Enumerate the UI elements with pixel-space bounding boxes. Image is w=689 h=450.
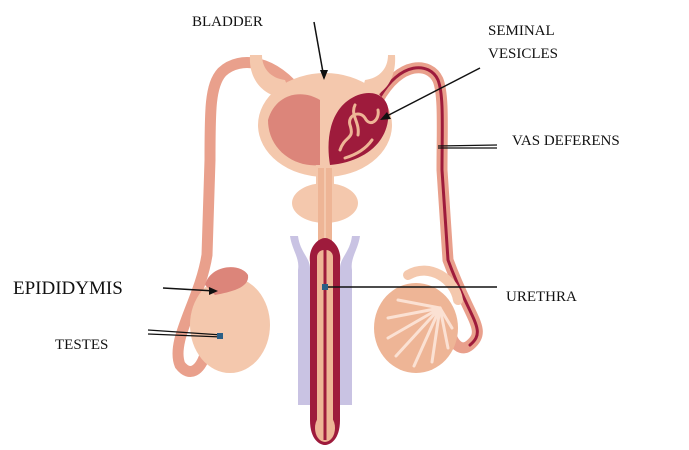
label-testes: TESTES: [55, 337, 108, 353]
label-bladder: BLADDER: [192, 14, 263, 30]
label-vas-deferens: VAS DEFERENS: [512, 133, 620, 149]
label-seminal-line1: SEMINAL: [488, 23, 555, 39]
right-testis-section: [374, 271, 458, 373]
label-epididymis: EPIDIDYMIS: [13, 278, 123, 299]
label-urethra: URETHRA: [506, 289, 577, 305]
penis-shaft: [310, 238, 341, 445]
label-seminal-line2: VESICLES: [488, 46, 558, 62]
prostate-and-upper-urethra: [292, 165, 358, 245]
